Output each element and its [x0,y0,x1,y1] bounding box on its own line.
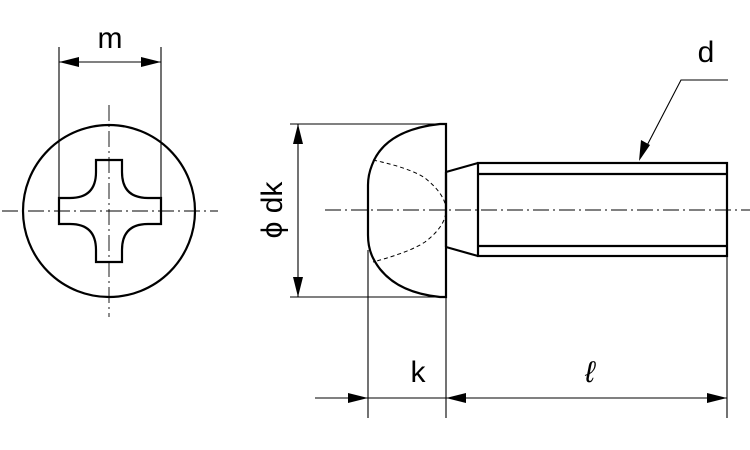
arrow-icon [348,393,368,403]
arrow-icon [293,124,303,144]
phillips-recess-cross [57,158,163,264]
arrow-icon [639,140,650,161]
shank-outline [476,161,729,258]
label-dk: ϕ dk [256,181,289,239]
arrow-icon [707,393,727,403]
head-outline-circle [21,123,197,299]
head-top-view: m [2,22,218,317]
d-leader-line [640,79,728,158]
screw-side-view: ϕ dk k ℓ d [256,36,750,418]
neck-chamfer [444,161,479,258]
label-m: m [98,22,123,55]
label-k: k [411,356,427,389]
arrow-icon [446,393,466,403]
label-d: d [698,36,715,69]
arrow-icon [59,57,79,67]
recess-hidden-line [372,159,447,263]
arrow-icon [293,277,303,297]
arrow-icon [141,57,161,67]
label-l: ℓ [584,356,596,389]
head-outline [366,122,448,299]
